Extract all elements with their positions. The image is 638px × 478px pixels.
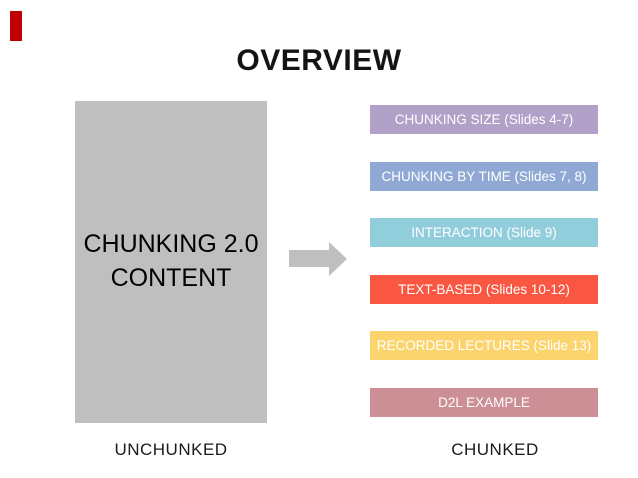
chunked-item-label: CHUNKING BY TIME (Slides 7, 8) <box>381 169 587 184</box>
chunked-item-recorded-lectures: RECORDED LECTURES (Slide 13) <box>370 331 598 360</box>
content-box-label-line2: CONTENT <box>110 264 232 292</box>
chunked-item-interaction: INTERACTION (Slide 9) <box>370 218 598 247</box>
chunked-item-text-based: TEXT-BASED (Slides 10-12) <box>370 275 598 304</box>
chunked-item-d2l-example: D2L EXAMPLE <box>370 388 598 417</box>
chunked-item-label: D2L EXAMPLE <box>438 395 530 410</box>
chunked-item-chunking-size: CHUNKING SIZE (Slides 4-7) <box>370 105 598 134</box>
caption-unchunked: UNCHUNKED <box>114 440 228 459</box>
chunked-item-label: RECORDED LECTURES (Slide 13) <box>376 338 592 353</box>
chunked-item-chunking-by-time: CHUNKING BY TIME (Slides 7, 8) <box>370 162 598 191</box>
accent-bar <box>10 11 22 41</box>
content-box-label-line1: CHUNKING 2.0 <box>83 230 259 259</box>
unchunked-content-box: CHUNKING 2.0 CONTENT <box>75 101 267 423</box>
chunked-item-label: TEXT-BASED (Slides 10-12) <box>398 282 570 297</box>
chunked-item-label: INTERACTION (Slide 9) <box>411 225 557 240</box>
caption-chunked: CHUNKED <box>451 440 539 459</box>
right-arrow-icon <box>289 242 347 276</box>
right-arrow-shape <box>289 242 347 276</box>
chunked-item-label: CHUNKING SIZE (Slides 4-7) <box>394 112 574 127</box>
page-title: OVERVIEW <box>236 44 402 77</box>
